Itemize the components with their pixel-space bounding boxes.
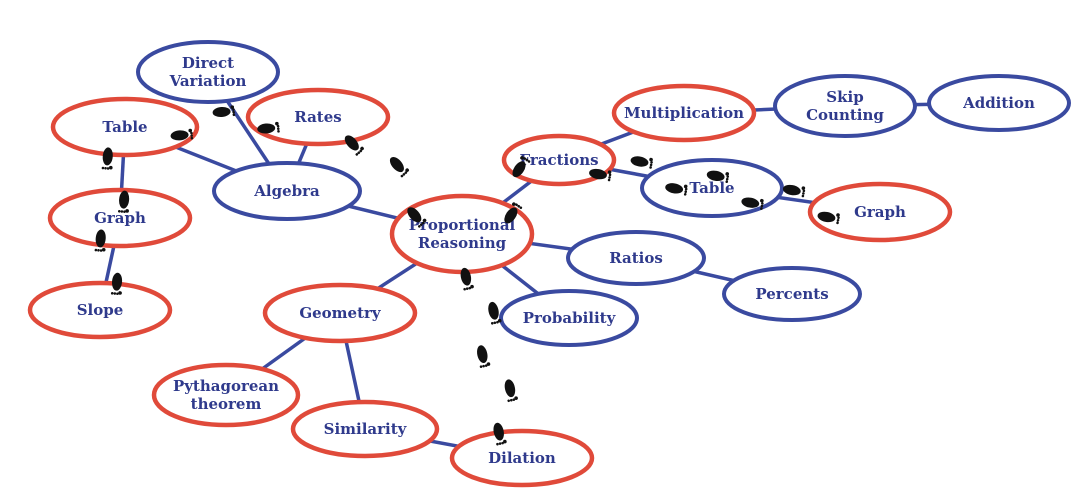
node-label: Algebra bbox=[253, 182, 320, 200]
node-label: Similarity bbox=[324, 420, 408, 438]
node-ellipse bbox=[807, 181, 953, 243]
node-ellipse bbox=[773, 74, 917, 138]
node-ellipse bbox=[501, 133, 617, 187]
footprints-layer bbox=[94, 105, 840, 446]
node-ellipse bbox=[449, 428, 595, 488]
node-ellipse bbox=[151, 362, 301, 428]
footprint-icon bbox=[504, 202, 523, 224]
node-percents: Percents bbox=[722, 266, 862, 322]
footprint-icon bbox=[101, 147, 113, 170]
node-ellipse bbox=[262, 282, 418, 344]
node-ellipse bbox=[136, 40, 280, 104]
node-label: Table bbox=[689, 179, 734, 197]
footprint-icon bbox=[389, 156, 409, 178]
node-table-left: Table bbox=[50, 96, 200, 158]
node-algebra: Algebra bbox=[212, 161, 362, 221]
node-label: Geometry bbox=[299, 304, 382, 322]
node-label: Skip bbox=[826, 88, 863, 106]
node-label: Proportional bbox=[409, 216, 516, 234]
footprint-icon bbox=[477, 345, 491, 369]
node-similarity: Similarity bbox=[290, 399, 440, 459]
node-label: Direct bbox=[182, 54, 234, 72]
footprint-icon bbox=[512, 156, 531, 178]
node-label: Counting bbox=[806, 106, 884, 124]
node-graph-left: Graph bbox=[47, 187, 193, 249]
node-label: Slope bbox=[77, 301, 124, 319]
footprint-icon bbox=[741, 197, 764, 210]
footprint-icon bbox=[630, 156, 653, 169]
footprint-icon bbox=[493, 422, 507, 446]
node-label: Graph bbox=[854, 203, 906, 221]
footprint-icon bbox=[817, 211, 840, 225]
node-ellipse bbox=[245, 87, 391, 147]
node-ellipse bbox=[566, 230, 706, 286]
node-label: Pythagorean bbox=[173, 377, 279, 395]
node-label: Ratios bbox=[609, 249, 663, 267]
node-addition: Addition bbox=[927, 74, 1071, 132]
footprint-icon bbox=[257, 121, 280, 134]
node-ellipse bbox=[722, 266, 862, 322]
footprint-icon bbox=[110, 272, 123, 296]
footprint-icon bbox=[460, 267, 474, 291]
node-slope: Slope bbox=[27, 280, 173, 340]
footprint-icon bbox=[589, 168, 612, 182]
node-label: Table bbox=[102, 118, 147, 136]
node-ellipse bbox=[927, 74, 1071, 132]
footprint-icon bbox=[706, 170, 730, 184]
node-ellipse bbox=[47, 187, 193, 249]
node-label: Rates bbox=[294, 108, 341, 126]
footprint-icon bbox=[170, 128, 194, 141]
node-label: Variation bbox=[169, 72, 247, 90]
node-ellipse bbox=[50, 96, 200, 158]
node-graph-right: Graph bbox=[807, 181, 953, 243]
node-geometry: Geometry bbox=[262, 282, 418, 344]
node-label: Addition bbox=[962, 94, 1035, 112]
footprint-icon bbox=[665, 183, 688, 196]
node-fractions: Fractions bbox=[501, 133, 617, 187]
node-label: Dilation bbox=[488, 449, 556, 467]
footprint-icon bbox=[782, 184, 806, 198]
footprint-icon bbox=[117, 190, 130, 214]
node-ellipse bbox=[499, 289, 639, 347]
footprint-icon bbox=[488, 301, 502, 325]
node-label: theorem bbox=[191, 395, 262, 413]
node-rates: Rates bbox=[245, 87, 391, 147]
node-ellipse bbox=[27, 280, 173, 340]
node-ellipse bbox=[290, 399, 440, 459]
node-multiplication: Multiplication bbox=[611, 83, 757, 143]
node-probability: Probability bbox=[499, 289, 639, 347]
node-ratios: Ratios bbox=[566, 230, 706, 286]
node-label: Reasoning bbox=[418, 234, 507, 252]
node-ellipse bbox=[212, 161, 362, 221]
footprint-icon bbox=[344, 135, 364, 156]
node-label: Percents bbox=[755, 285, 828, 303]
node-label: Multiplication bbox=[624, 104, 744, 122]
node-dilation: Dilation bbox=[449, 428, 595, 488]
footprint-icon bbox=[212, 105, 236, 118]
node-label: Graph bbox=[94, 209, 146, 227]
node-label: Probability bbox=[523, 309, 617, 327]
footprint-icon bbox=[407, 207, 427, 228]
footprint-icon bbox=[94, 229, 106, 252]
footprint-icon bbox=[504, 379, 518, 403]
node-label: Fractions bbox=[519, 151, 598, 169]
node-ellipse bbox=[611, 83, 757, 143]
